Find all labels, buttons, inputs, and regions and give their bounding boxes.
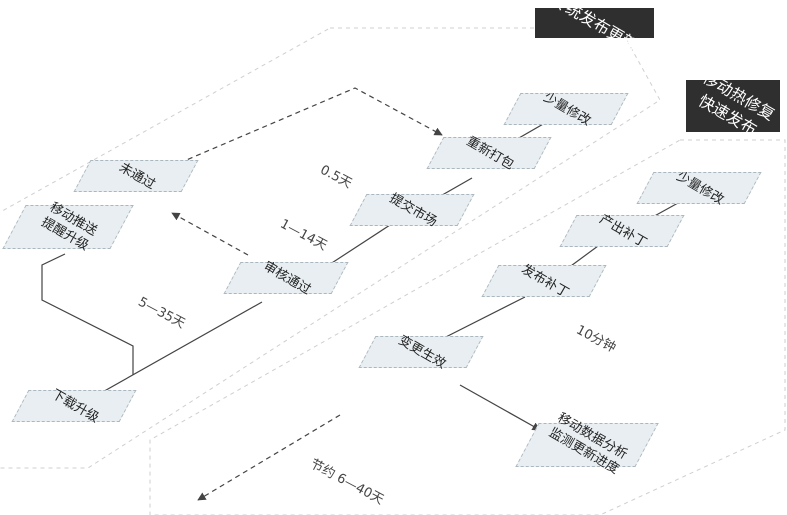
arrow-effective-to-analytics xyxy=(459,384,541,431)
arrow-notpassed-to-repackage xyxy=(162,87,443,171)
hotfix-release-tag: 移动热修复 快速发布 xyxy=(686,68,780,139)
arrow-review-to-download xyxy=(91,301,263,399)
line-push-to-download xyxy=(41,253,134,375)
arrow-saving xyxy=(197,414,341,501)
arrow-review-to-notpassed xyxy=(171,212,249,256)
hotfix-region-outline xyxy=(149,139,786,515)
traditional-release-tag: 传统发布更新 xyxy=(535,0,654,55)
